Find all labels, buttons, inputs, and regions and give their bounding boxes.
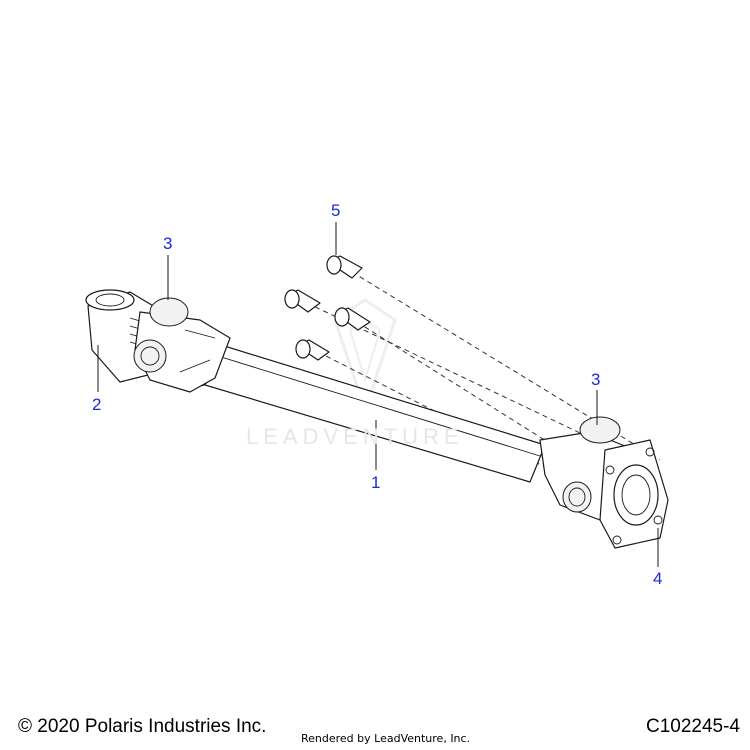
- left-cross-cap-side: [133, 339, 167, 373]
- rendered-by-text: Rendered by LeadVenture, Inc.: [301, 732, 471, 745]
- diagram-id: C102245-4: [645, 716, 740, 737]
- watermark-text: LEADVENTURE: [246, 424, 464, 449]
- left-universal-joint: [133, 297, 231, 393]
- callout-2[interactable]: 2: [92, 395, 102, 414]
- right-cross-cap-side: [562, 481, 592, 513]
- bolt-3: [334, 307, 371, 331]
- bolt-4: [295, 339, 330, 361]
- copyright-text: © 2020 Polaris Industries Inc.: [18, 716, 267, 737]
- bolt-2: [284, 289, 321, 313]
- right-flange: [599, 439, 669, 549]
- left-cross-cap-top: [149, 297, 189, 327]
- right-cross-cap-top: [579, 416, 621, 444]
- driveshaft-tube: [194, 337, 546, 483]
- callout-3-right[interactable]: 3: [591, 370, 601, 389]
- callout-leaders: [97, 222, 659, 567]
- bolt-1: [326, 255, 363, 279]
- callout-3-left[interactable]: 3: [163, 234, 173, 253]
- callout-4[interactable]: 4: [653, 569, 663, 588]
- callout-5[interactable]: 5: [331, 201, 341, 220]
- callout-1[interactable]: 1: [371, 473, 381, 492]
